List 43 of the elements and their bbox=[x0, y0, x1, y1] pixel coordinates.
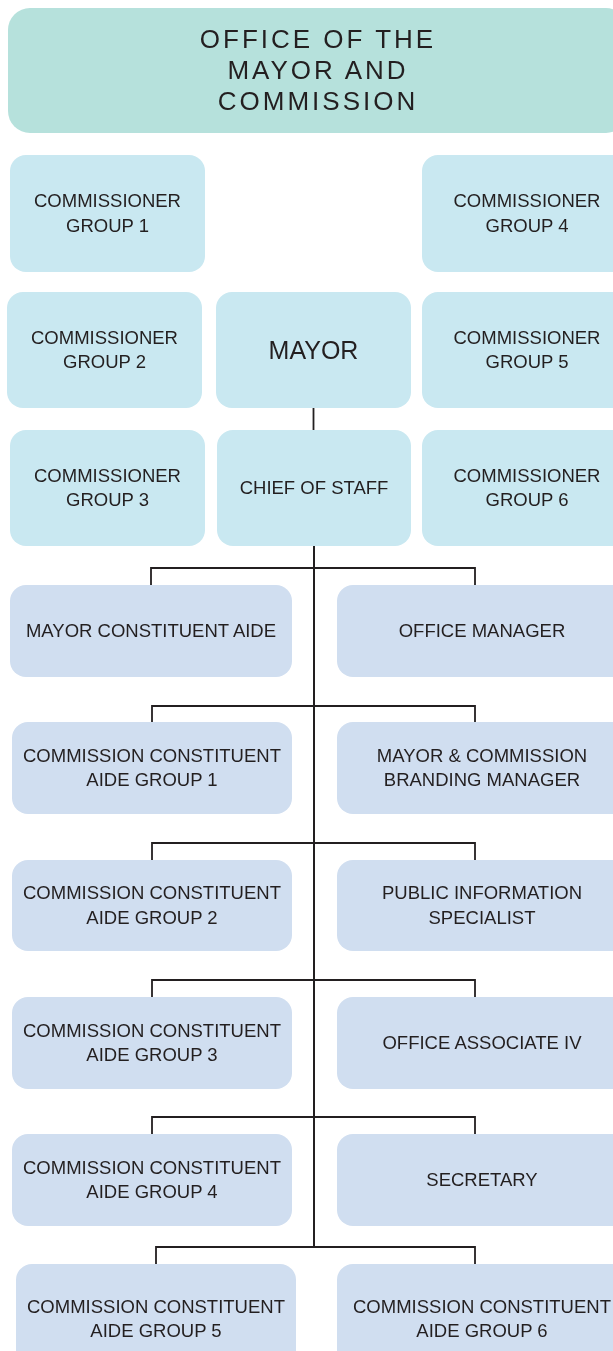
role-label: COMMISSIONER GROUP 3 bbox=[33, 463, 182, 512]
role-label: COMMISSIONER GROUP 4 bbox=[452, 189, 602, 238]
org-box bbox=[422, 292, 613, 408]
role-label: CHIEF OF STAFF bbox=[239, 475, 389, 500]
org-box bbox=[337, 585, 613, 677]
org-box bbox=[16, 1264, 296, 1351]
role-label: MAYOR CONSTITUENT AIDE bbox=[25, 618, 277, 643]
title-banner bbox=[8, 8, 613, 133]
org-box bbox=[337, 997, 613, 1089]
org-box bbox=[337, 722, 613, 814]
org-box bbox=[10, 155, 205, 272]
org-box bbox=[12, 722, 292, 814]
role-label: COMMISSION CONSTITUENT AIDE GROUP 6 bbox=[352, 1294, 612, 1343]
role-label: COMMISSION CONSTITUENT AIDE GROUP 4 bbox=[22, 1155, 282, 1204]
role-label: COMMISSIONER GROUP 2 bbox=[30, 325, 179, 374]
title-text: OFFICE OF THE MAYOR AND COMMISSION bbox=[198, 23, 438, 118]
org-box bbox=[12, 1134, 292, 1226]
org-box bbox=[10, 430, 205, 546]
org-box bbox=[12, 997, 292, 1089]
role-label: COMMISSION CONSTITUENT AIDE GROUP 1 bbox=[22, 743, 282, 792]
role-label: COMMISSION CONSTITUENT AIDE GROUP 5 bbox=[26, 1294, 286, 1343]
role-label: COMMISSIONER GROUP 6 bbox=[452, 463, 602, 512]
org-box bbox=[422, 430, 613, 546]
role-label: PUBLIC INFORMATION SPECIALIST bbox=[380, 881, 584, 930]
org-box bbox=[337, 1134, 613, 1226]
org-box bbox=[12, 860, 292, 951]
role-label: OFFICE MANAGER bbox=[398, 618, 566, 643]
role-label: COMMISSIONER GROUP 1 bbox=[33, 189, 182, 238]
org-box bbox=[337, 860, 613, 951]
org-box bbox=[216, 292, 411, 408]
role-label: COMMISSION CONSTITUENT AIDE GROUP 2 bbox=[22, 881, 282, 930]
connector-line bbox=[312, 407, 315, 431]
role-label: MAYOR bbox=[268, 334, 359, 366]
org-box bbox=[337, 1264, 613, 1351]
role-label: MAYOR & COMMISSION BRANDING MANAGER bbox=[375, 743, 589, 792]
role-label: COMMISSION CONSTITUENT AIDE GROUP 3 bbox=[22, 1018, 282, 1067]
org-box bbox=[10, 585, 292, 677]
org-box bbox=[422, 155, 613, 272]
org-box bbox=[217, 430, 411, 546]
org-box bbox=[7, 292, 202, 408]
role-label: SECRETARY bbox=[426, 1167, 538, 1192]
role-label: OFFICE ASSOCIATE IV bbox=[382, 1030, 582, 1055]
role-label: COMMISSIONER GROUP 5 bbox=[452, 325, 602, 374]
